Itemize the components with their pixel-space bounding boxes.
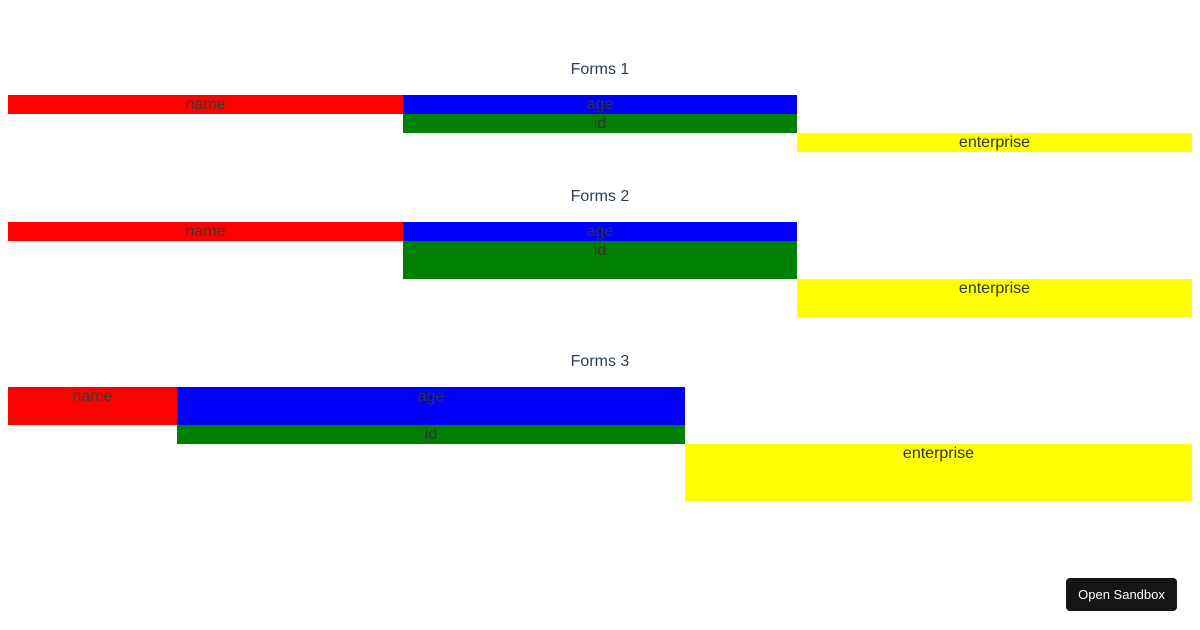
forms-3-enterprise-cell: enterprise <box>685 444 1192 501</box>
forms-1-title: Forms 1 <box>570 61 630 78</box>
forms-3-title: Forms 3 <box>570 353 630 370</box>
forms-1-name-cell: name <box>8 95 403 114</box>
forms-2-id-cell: id <box>403 241 797 279</box>
forms-1-enterprise-cell: enterprise <box>797 133 1192 152</box>
forms-2-title: Forms 2 <box>570 188 630 205</box>
forms-1-age-cell: age <box>403 95 797 114</box>
forms-3-id-cell: id <box>177 425 685 444</box>
open-sandbox-button[interactable]: Open Sandbox <box>1066 578 1177 611</box>
forms-3-name-cell: name <box>8 387 177 425</box>
forms-2-age-cell: age <box>403 222 797 241</box>
forms-1-id-cell: id <box>403 114 797 133</box>
forms-3-age-cell: age <box>177 387 685 425</box>
forms-2-enterprise-cell: enterprise <box>797 279 1192 317</box>
forms-2-name-cell: name <box>8 222 403 241</box>
